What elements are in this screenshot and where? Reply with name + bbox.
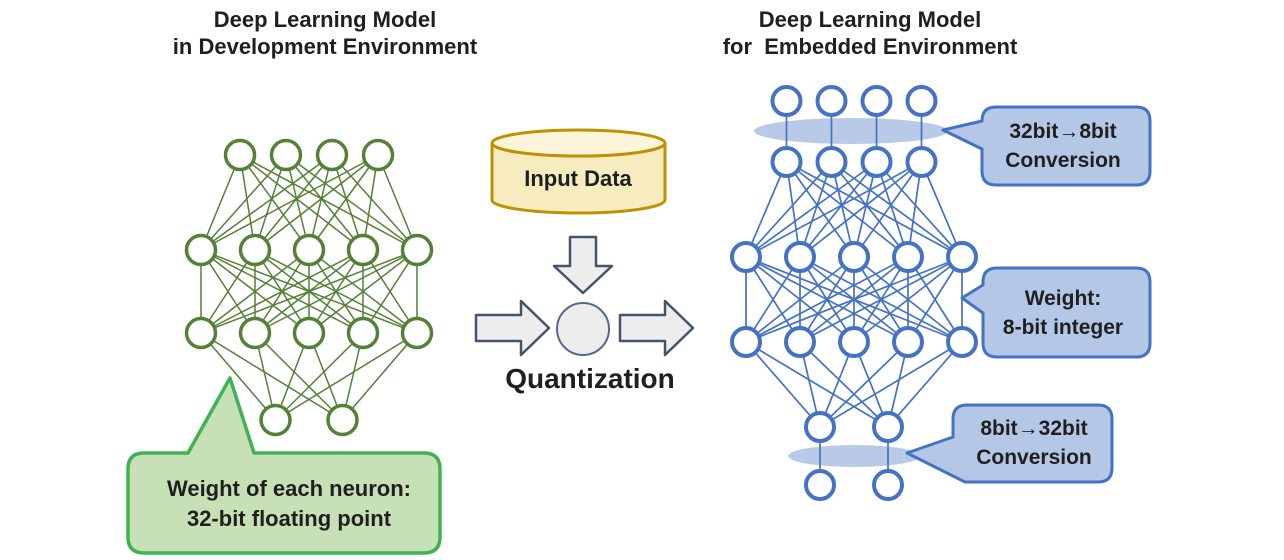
quantization-node	[556, 302, 610, 356]
conv-32to8-bubble	[941, 105, 1152, 187]
input-data-label: Input Data	[524, 166, 632, 191]
quantize-highlight-ellipse	[754, 118, 948, 144]
dequantize-highlight-ellipse	[788, 445, 920, 467]
embedded-network	[730, 85, 978, 501]
dev-weight-annotation: Weight of each neuron: 32-bit floating p…	[166, 476, 412, 531]
title-embedded-environment: Deep Learning Model for Embedded Environ…	[722, 7, 1018, 59]
dev-weight-bubble	[126, 376, 442, 555]
right-arrow-icon	[618, 299, 695, 357]
quantization-label: Quantization	[505, 363, 675, 394]
conv-8to32-bubble	[905, 403, 1114, 484]
input-data-cylinder-top	[490, 128, 667, 158]
conv-8to32-annotation: 8bit→32bit Conversion	[976, 417, 1092, 469]
title-development-environment: Deep Learning Model in Development Envir…	[172, 7, 478, 59]
emb-weight-annotation: Weight: 8-bit integer	[1002, 287, 1124, 339]
development-network	[184, 138, 434, 437]
down-arrow-icon	[552, 235, 614, 295]
conv-32to8-annotation: 32bit→8bit Conversion	[1005, 120, 1121, 172]
emb-weight-bubble	[960, 266, 1152, 359]
left-arrow-icon	[474, 299, 551, 357]
